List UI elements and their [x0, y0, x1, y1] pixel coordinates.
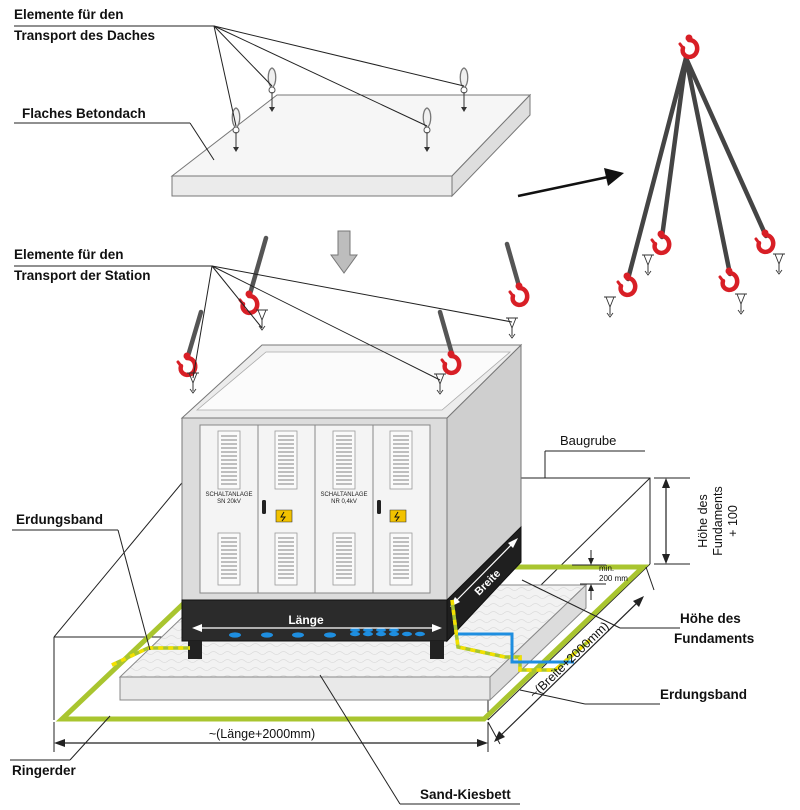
warning-sign-icon [275, 509, 293, 523]
grounding-band-label-left: Erdungsband [16, 512, 103, 527]
concrete-roof [170, 67, 532, 198]
grounding-band-label-right: Erdungsband [660, 687, 747, 702]
pit-depth-label-1: Höhe des [696, 494, 710, 548]
length-plus-2000-label: ~(Länge+2000mm) [209, 727, 315, 741]
shackle-icon [772, 253, 786, 275]
foundation-height-label-1: Höhe des [680, 611, 741, 626]
sling-hook-icon [720, 268, 737, 290]
four-leg-lifting-sling [603, 35, 786, 318]
station-elements-label-2: Transport der Station [14, 268, 151, 283]
min-distance-label-2: 200 mm [599, 574, 628, 583]
warning-sign-icon [389, 509, 407, 523]
width-plus-2000-dimension [487, 566, 655, 745]
flat-roof-label: Flaches Betondach [22, 106, 146, 121]
sling-hook-icon [618, 273, 635, 295]
station-hook-icon [510, 283, 527, 305]
station-element-leader-lines [14, 265, 513, 381]
master-hook-icon [680, 35, 697, 57]
length-plus-2000-dimension [53, 722, 489, 752]
roof-elements-label-2: Transport des Daches [14, 28, 155, 43]
min-distance-dimension [572, 550, 606, 600]
station-elements-label-1: Elemente für den [14, 247, 124, 262]
panel-right-caption-1: SCHALTANLAGE [320, 492, 367, 498]
pit-depth-label-2: Fundaments [711, 486, 725, 555]
shackle-icon [734, 293, 748, 315]
roof-element-leader-lines [14, 25, 465, 161]
ring-earth-label: Ringerder [12, 763, 77, 778]
station-hook-icon [178, 353, 195, 375]
cable-line [458, 632, 574, 664]
station-hook-icon [240, 291, 257, 313]
shackle-icon [641, 254, 655, 276]
down-arrow-icon [330, 230, 358, 274]
length-dimension-label: Länge [288, 613, 324, 627]
pit-depth-label-3: + 100 [726, 505, 740, 537]
panel-right-caption-2: NR 0,4kV [331, 499, 357, 505]
shackle-icon [255, 309, 269, 331]
transformer-station: SCHALTANLAGE SN 20kV SCHALTANLAGE NR 0,4… [180, 343, 523, 659]
roof-elements-label-1: Elemente für den [14, 7, 124, 22]
sand-gravel-label: Sand-Kiesbett [420, 787, 511, 802]
grounding-band [111, 599, 592, 672]
sling-hook-icon [756, 230, 773, 252]
pit-depth-dimension [654, 477, 690, 565]
shackle-icon [603, 296, 617, 318]
ring-earth-electrode [55, 564, 650, 722]
foundation-height-label-2: Fundaments [674, 631, 754, 646]
panel-left-caption-1: SCHALTANLAGE [205, 492, 252, 498]
excavation-label: Baugrube [560, 433, 616, 448]
arrow-to-sling-icon [517, 168, 624, 198]
sling-hook-icon [652, 231, 669, 253]
station-lifting-gear [178, 235, 527, 395]
min-distance-label-1: min. [599, 564, 614, 573]
panel-left-caption-2: SN 20kV [217, 499, 241, 505]
